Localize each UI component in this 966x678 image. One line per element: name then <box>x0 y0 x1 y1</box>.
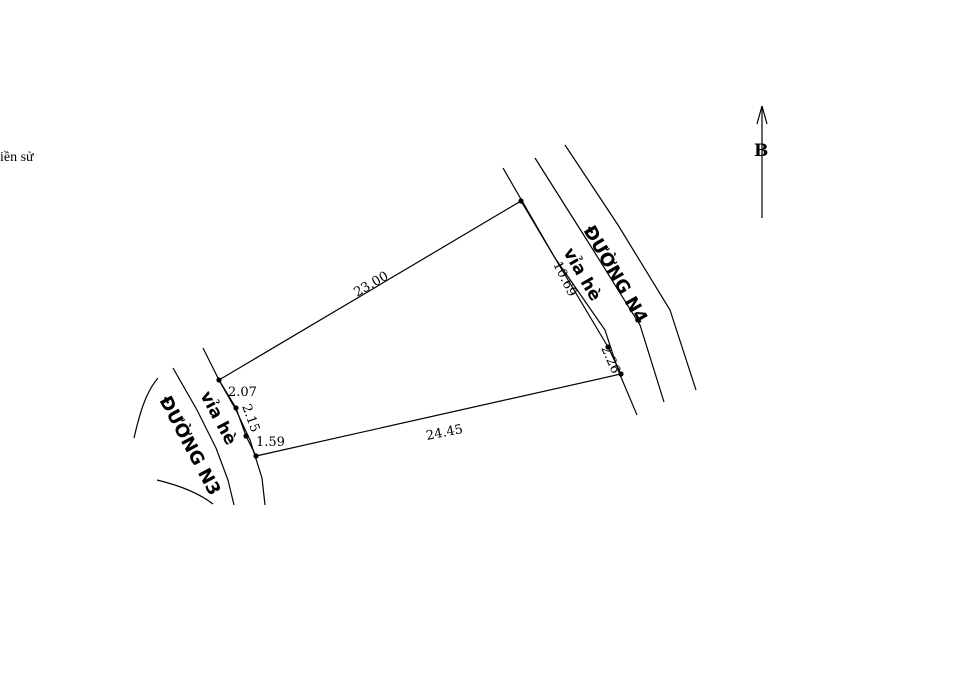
road-n4-edge-outer <box>564 144 697 391</box>
road-n3-edge-inner <box>202 347 266 506</box>
road-n3-edge-mid <box>172 367 235 506</box>
dim-left-bottom: 1.59 <box>256 435 285 450</box>
dim-left-mid: 2.15 <box>238 402 262 434</box>
dim-left-top: 2.07 <box>228 385 257 400</box>
lot-vertex <box>518 198 524 204</box>
dim-bottom-edge: 24.45 <box>425 422 464 444</box>
lot-vertex <box>605 344 611 350</box>
road-n3-edge-lower <box>156 479 214 505</box>
road-n3-edge-outer <box>133 377 159 439</box>
lot-vertex <box>243 433 249 439</box>
lot-vertex <box>233 405 239 411</box>
dim-top-edge: 23.00 <box>352 269 392 301</box>
north-label: B <box>754 141 768 161</box>
dim-right-edge-short: 2.26 <box>597 344 622 377</box>
lot-boundary <box>218 200 622 457</box>
north-arrow-icon <box>756 105 768 218</box>
road-n4-edge-mid <box>534 157 665 403</box>
lot-vertex <box>216 377 222 383</box>
corner-text: iền sử <box>0 150 34 165</box>
lot-vertex <box>253 453 259 459</box>
lot-vertex <box>618 371 624 377</box>
